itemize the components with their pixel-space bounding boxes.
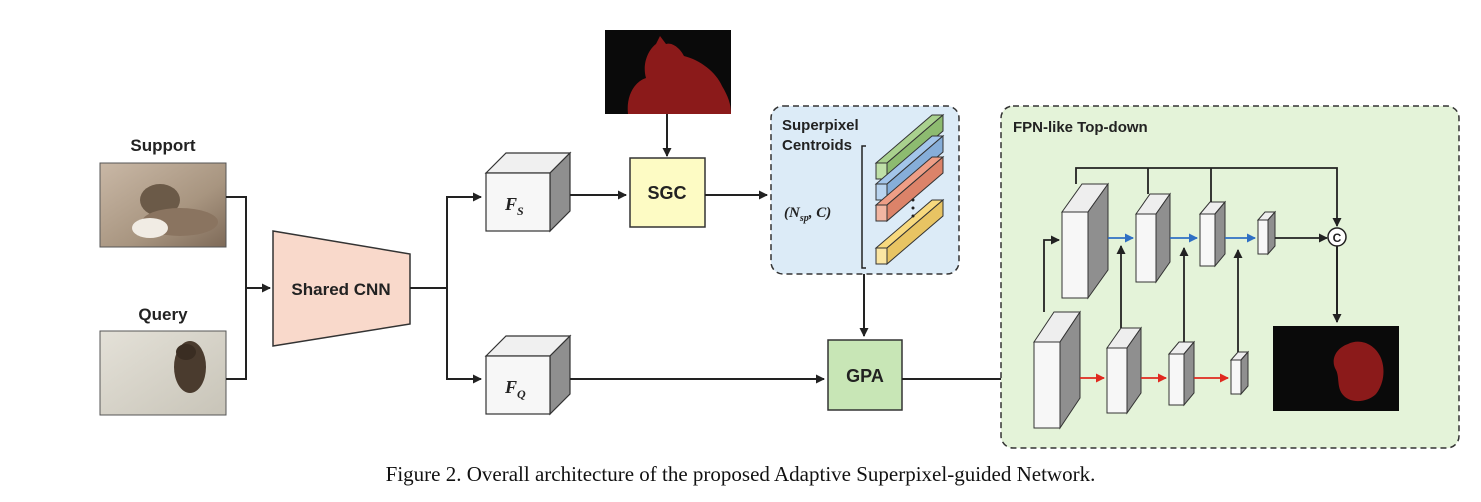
nsp-shape-label: (Nsp, C) — [784, 205, 831, 224]
fpn-concat-lines — [1075, 167, 1342, 243]
centroid-ellipsis — [911, 198, 915, 218]
shared-cnn-block — [272, 230, 411, 347]
sgc-block — [629, 157, 706, 228]
fpn-bottom-level-3 — [1167, 340, 1196, 407]
fpn-bottom-level-4 — [1229, 350, 1250, 396]
concat-symbol: C — [1333, 231, 1342, 245]
input-connector — [226, 196, 271, 380]
fs-feature-cube — [484, 151, 572, 233]
sgc-label: SGC — [647, 183, 686, 203]
fpn-bottom-level-2 — [1106, 326, 1142, 415]
fpn-top-level-1 — [1061, 182, 1109, 300]
fpn-skip-connections — [1043, 235, 1243, 352]
output-mask-image — [1273, 326, 1399, 411]
query-label: Query — [138, 305, 188, 324]
centroid-bar-red — [874, 155, 945, 223]
fpn-top-level-3 — [1198, 200, 1227, 268]
centroid-bracket — [861, 145, 866, 269]
shared-cnn-label: Shared CNN — [291, 280, 390, 299]
gpa-block — [827, 339, 903, 411]
support-mask-image — [605, 30, 731, 114]
fq-feature-cube — [484, 334, 572, 416]
fpn-title: FPN-like Top-down — [1013, 119, 1148, 136]
cnn-output-connector — [410, 192, 482, 384]
fq-label: FQ — [504, 377, 526, 401]
figure-caption: Figure 2. Overall architecture of the pr… — [385, 462, 1096, 486]
superpixel-title-line2: Centroids — [782, 137, 852, 154]
fpn-top-level-2 — [1135, 192, 1171, 284]
centroid-bar-yellow — [874, 198, 945, 266]
fpn-bottom-level-1 — [1033, 310, 1081, 430]
fpn-top-level-4 — [1256, 210, 1277, 256]
query-image — [99, 330, 227, 416]
superpixel-title-line1: Superpixel — [782, 117, 859, 134]
support-image — [99, 162, 227, 248]
fs-label: FS — [504, 194, 524, 218]
support-label: Support — [130, 136, 195, 155]
gpa-label: GPA — [846, 366, 884, 386]
